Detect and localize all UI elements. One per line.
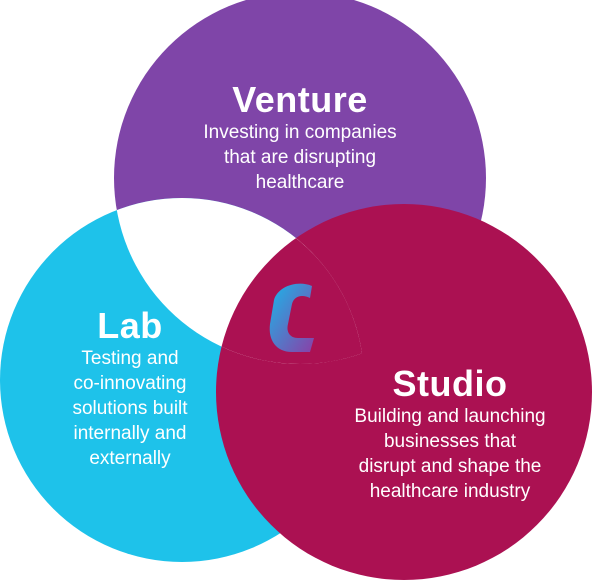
lab-title: Lab — [97, 305, 163, 346]
venture-desc-line: Investing in companies — [203, 122, 397, 143]
studio-desc-line: healthcare industry — [369, 481, 531, 502]
lab-description: Testing and co-innovating solutions buil… — [30, 346, 230, 471]
lab-desc-line: externally — [89, 448, 171, 469]
lab-label: Lab Testing and co-innovating solutions … — [30, 306, 230, 471]
studio-title: Studio — [392, 363, 508, 404]
venture-desc-line: that are disrupting — [223, 147, 377, 168]
venture-title: Venture — [232, 79, 368, 120]
studio-desc-line: businesses that — [383, 431, 517, 452]
venture-desc-line: healthcare — [255, 172, 345, 193]
lab-desc-line: solutions built — [72, 398, 188, 419]
studio-desc-line: Building and launching — [354, 406, 546, 427]
lab-desc-line: Testing and — [81, 348, 179, 369]
lab-desc-line: co-innovating — [73, 373, 187, 394]
venture-label: Venture Investing in companies that are … — [150, 80, 450, 195]
studio-desc-line: disrupt and shape the — [358, 456, 542, 477]
c-logo-icon — [269, 283, 314, 352]
studio-label: Studio Building and launching businesses… — [305, 364, 595, 504]
venture-description: Investing in companies that are disrupti… — [150, 120, 450, 195]
studio-description: Building and launching businesses that d… — [305, 404, 595, 504]
lab-desc-line: internally and — [73, 423, 187, 444]
